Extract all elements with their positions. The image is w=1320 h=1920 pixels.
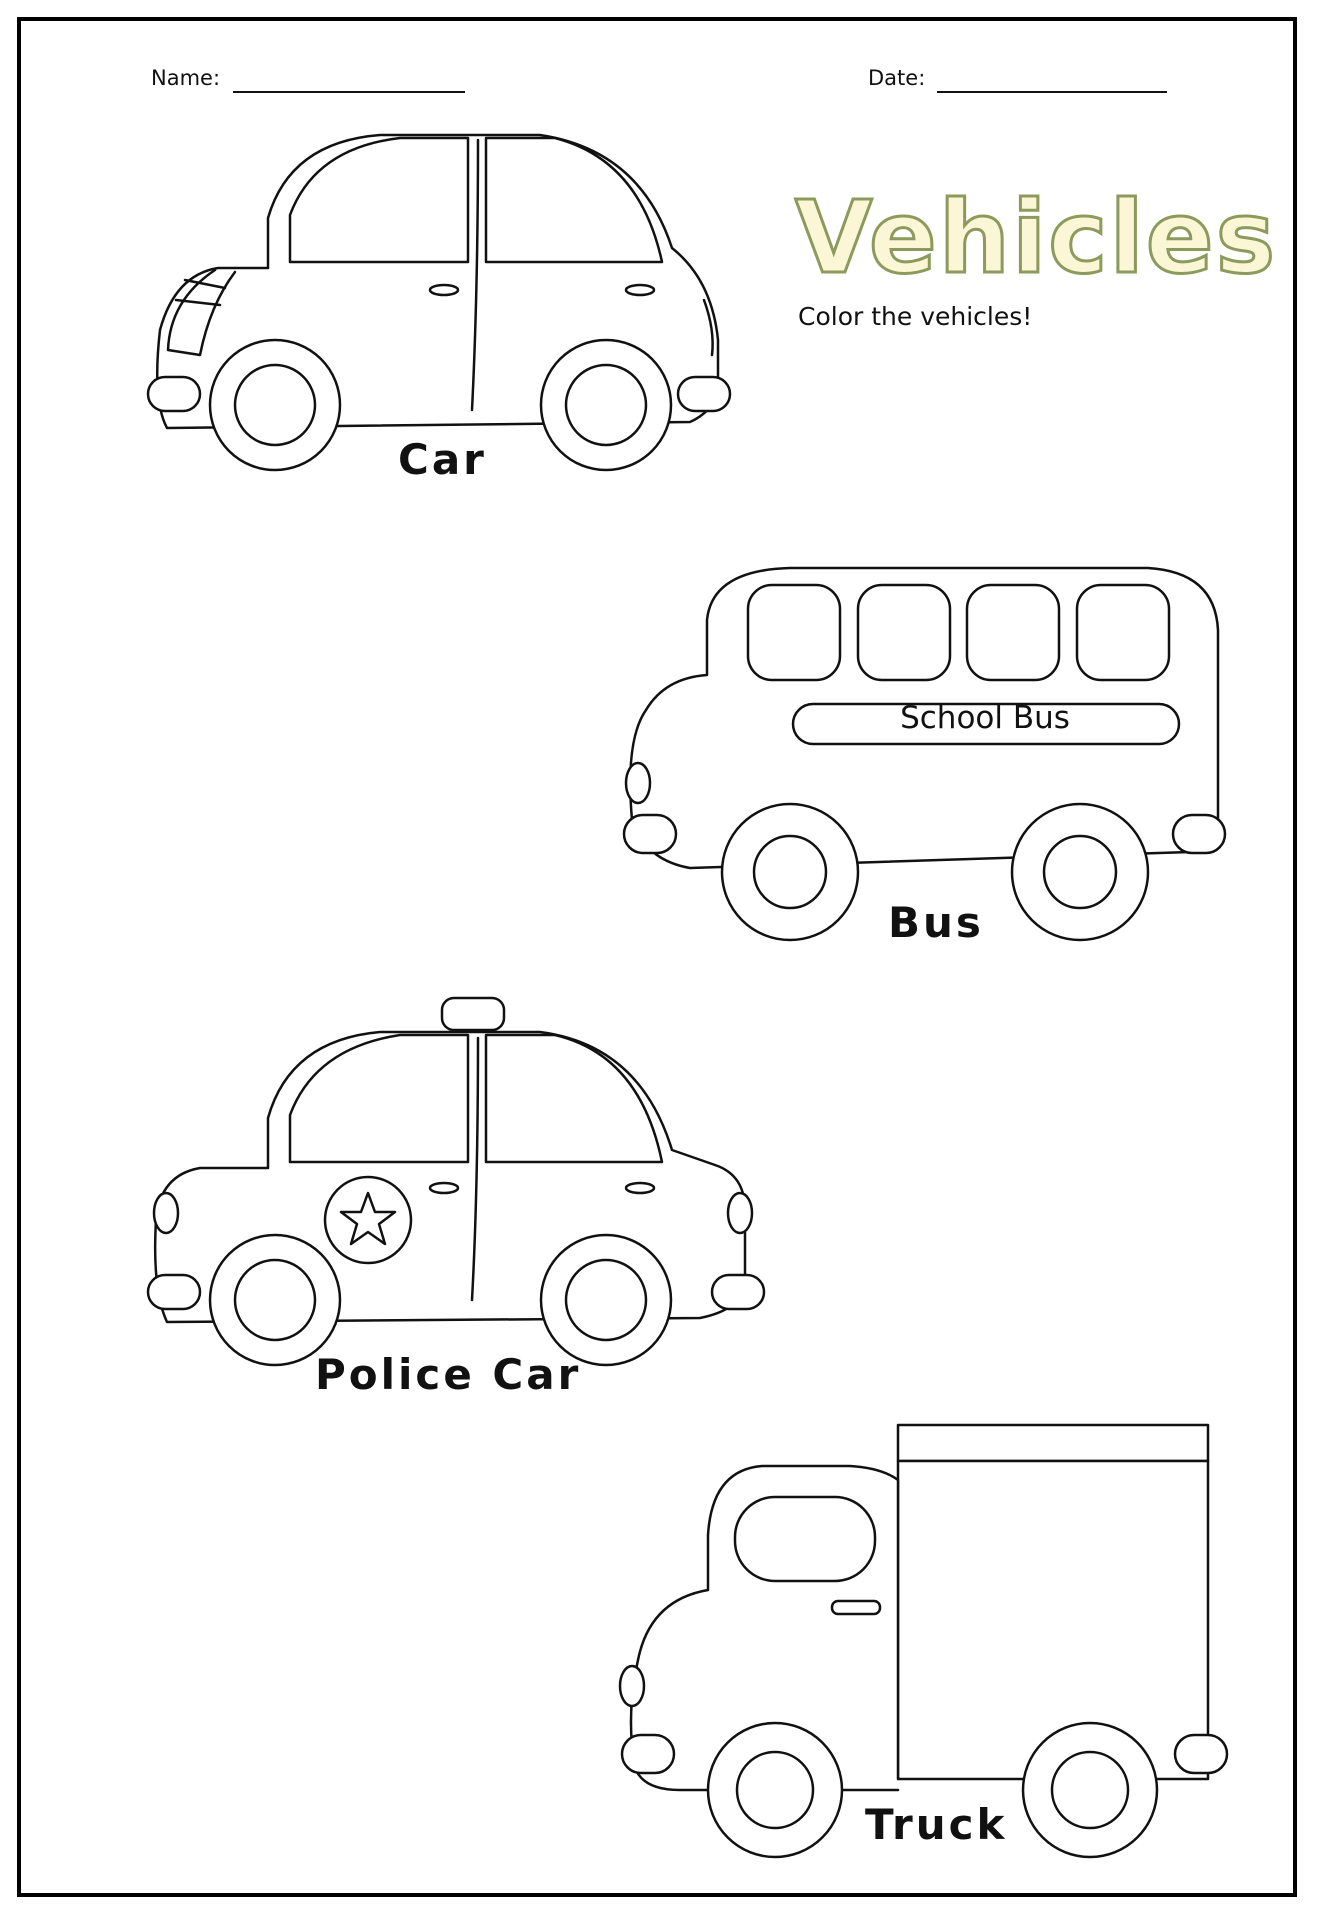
date-field[interactable]	[937, 91, 1167, 93]
truck-icon[interactable]	[618, 1423, 1229, 1859]
car-icon[interactable]	[146, 133, 732, 472]
name-label: Name:	[151, 66, 221, 90]
bus-icon[interactable]	[622, 566, 1227, 942]
date-label: Date:	[868, 66, 926, 90]
name-field[interactable]	[233, 91, 465, 93]
bus-sign-text: School Bus	[900, 700, 1070, 736]
truck-label: Truck	[865, 1800, 1008, 1849]
car-label: Car	[398, 435, 487, 484]
police-car-icon[interactable]	[146, 996, 766, 1367]
page-title: Vehicles	[793, 179, 1278, 296]
police-car-label: Police Car	[315, 1350, 582, 1399]
instructions: Color the vehicles!	[798, 302, 1033, 331]
bus-label: Bus	[888, 898, 984, 947]
